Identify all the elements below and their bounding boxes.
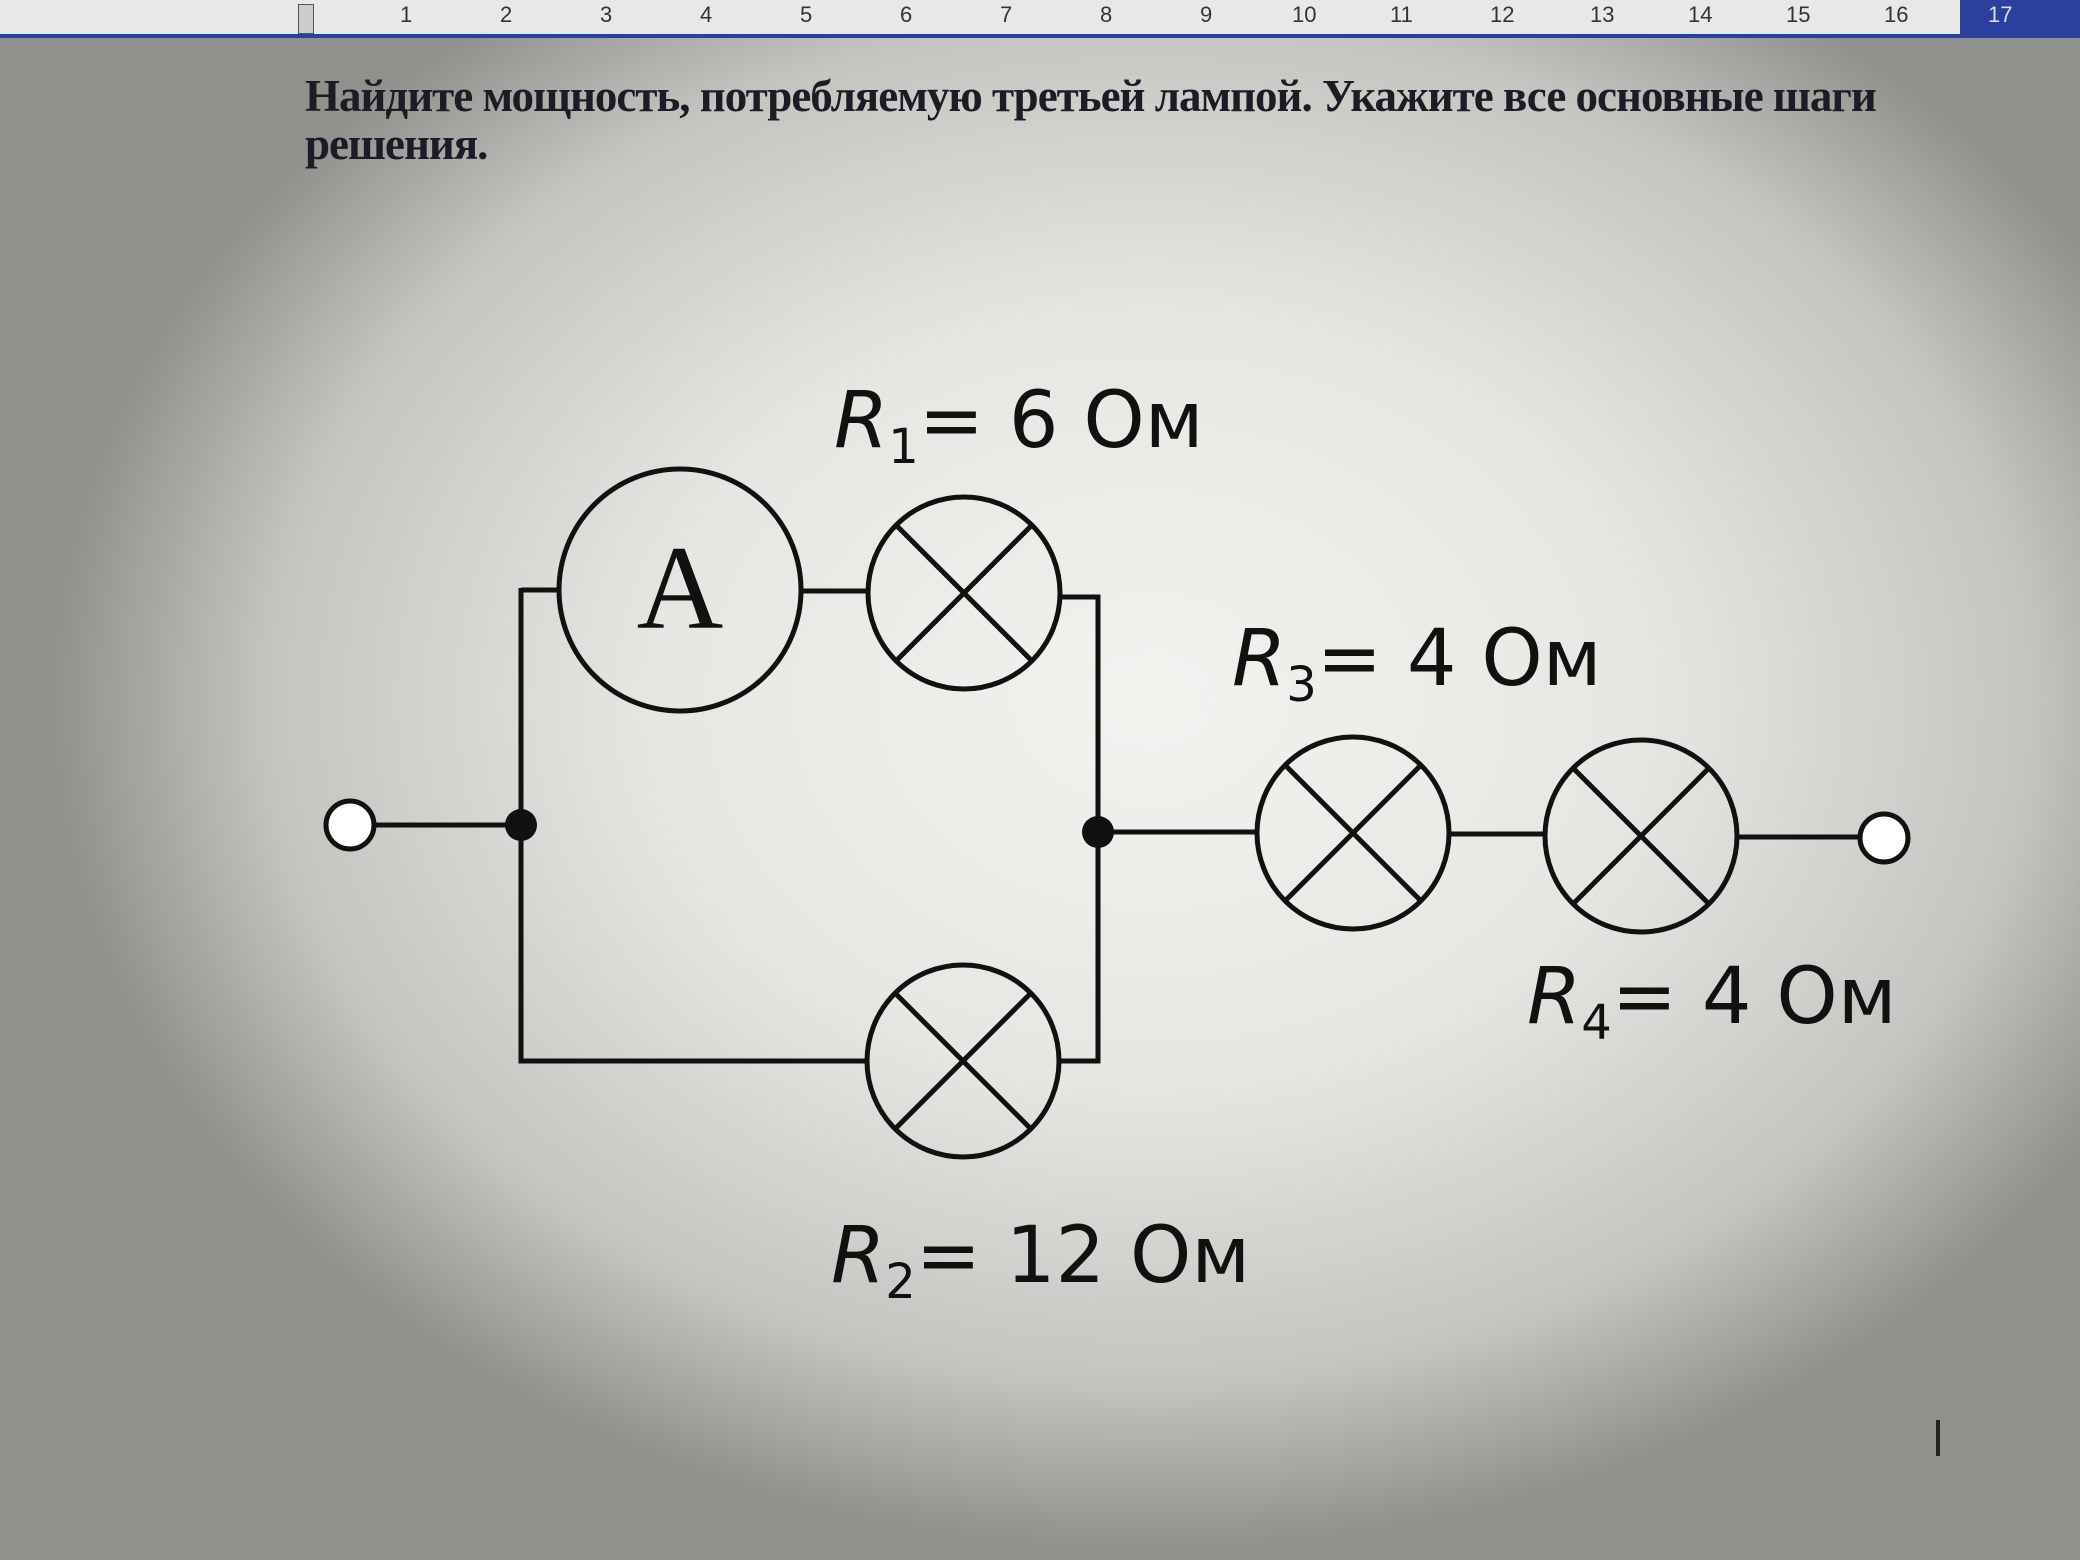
- ruler-number: 9: [1200, 2, 1213, 27]
- ruler-number: 3: [600, 2, 613, 27]
- output-terminal: [1857, 811, 1911, 865]
- ruler-number: 15: [1786, 2, 1811, 27]
- ruler-number: 14: [1688, 2, 1713, 27]
- wire-left-branch: [518, 588, 867, 1064]
- task-text: Найдите мощность, потребляемую третьей л…: [305, 71, 1877, 169]
- ruler-number: 8: [1100, 2, 1113, 27]
- ammeter: [556, 466, 804, 714]
- ruler-number: 11: [1390, 2, 1413, 27]
- ruler-number: 6: [900, 2, 913, 27]
- ruler-number: 10: [1292, 2, 1317, 27]
- ruler-number: 12: [1490, 2, 1515, 27]
- ruler-number: 2: [500, 2, 513, 27]
- junction-left: [505, 809, 537, 841]
- r3-label: R3= 4 Ом: [1232, 614, 1602, 713]
- lamp-r4: [1542, 737, 1740, 935]
- ruler-end: 17: [1960, 0, 2080, 34]
- ruler-number: 16: [1884, 2, 1909, 27]
- ruler-number: 4: [700, 2, 713, 27]
- ruler-number: 1: [400, 2, 413, 27]
- lamp-r3: [1254, 734, 1452, 932]
- indent-marker[interactable]: [298, 4, 314, 34]
- input-terminal: [323, 798, 377, 852]
- ruler-number: 17: [1988, 2, 2013, 27]
- r2-label: R2= 12 Ом: [831, 1211, 1250, 1310]
- lamp-r2: [864, 962, 1062, 1160]
- ruler: 1 2 3 4 5 6 7 8 9 10 11 12 13 14 15 16 1…: [0, 0, 2080, 38]
- lamp-r1: [865, 494, 1063, 692]
- text-cursor: [1936, 1420, 1940, 1456]
- r4-label: R4= 4 Ом: [1527, 952, 1897, 1051]
- junction-right: [1082, 816, 1114, 848]
- ammeter-label: A: [637, 521, 724, 654]
- ruler-number: 7: [1000, 2, 1013, 27]
- ruler-number: 13: [1590, 2, 1615, 27]
- r1-label: R1= 6 Ом: [834, 376, 1204, 475]
- ruler-number: 5: [800, 2, 813, 27]
